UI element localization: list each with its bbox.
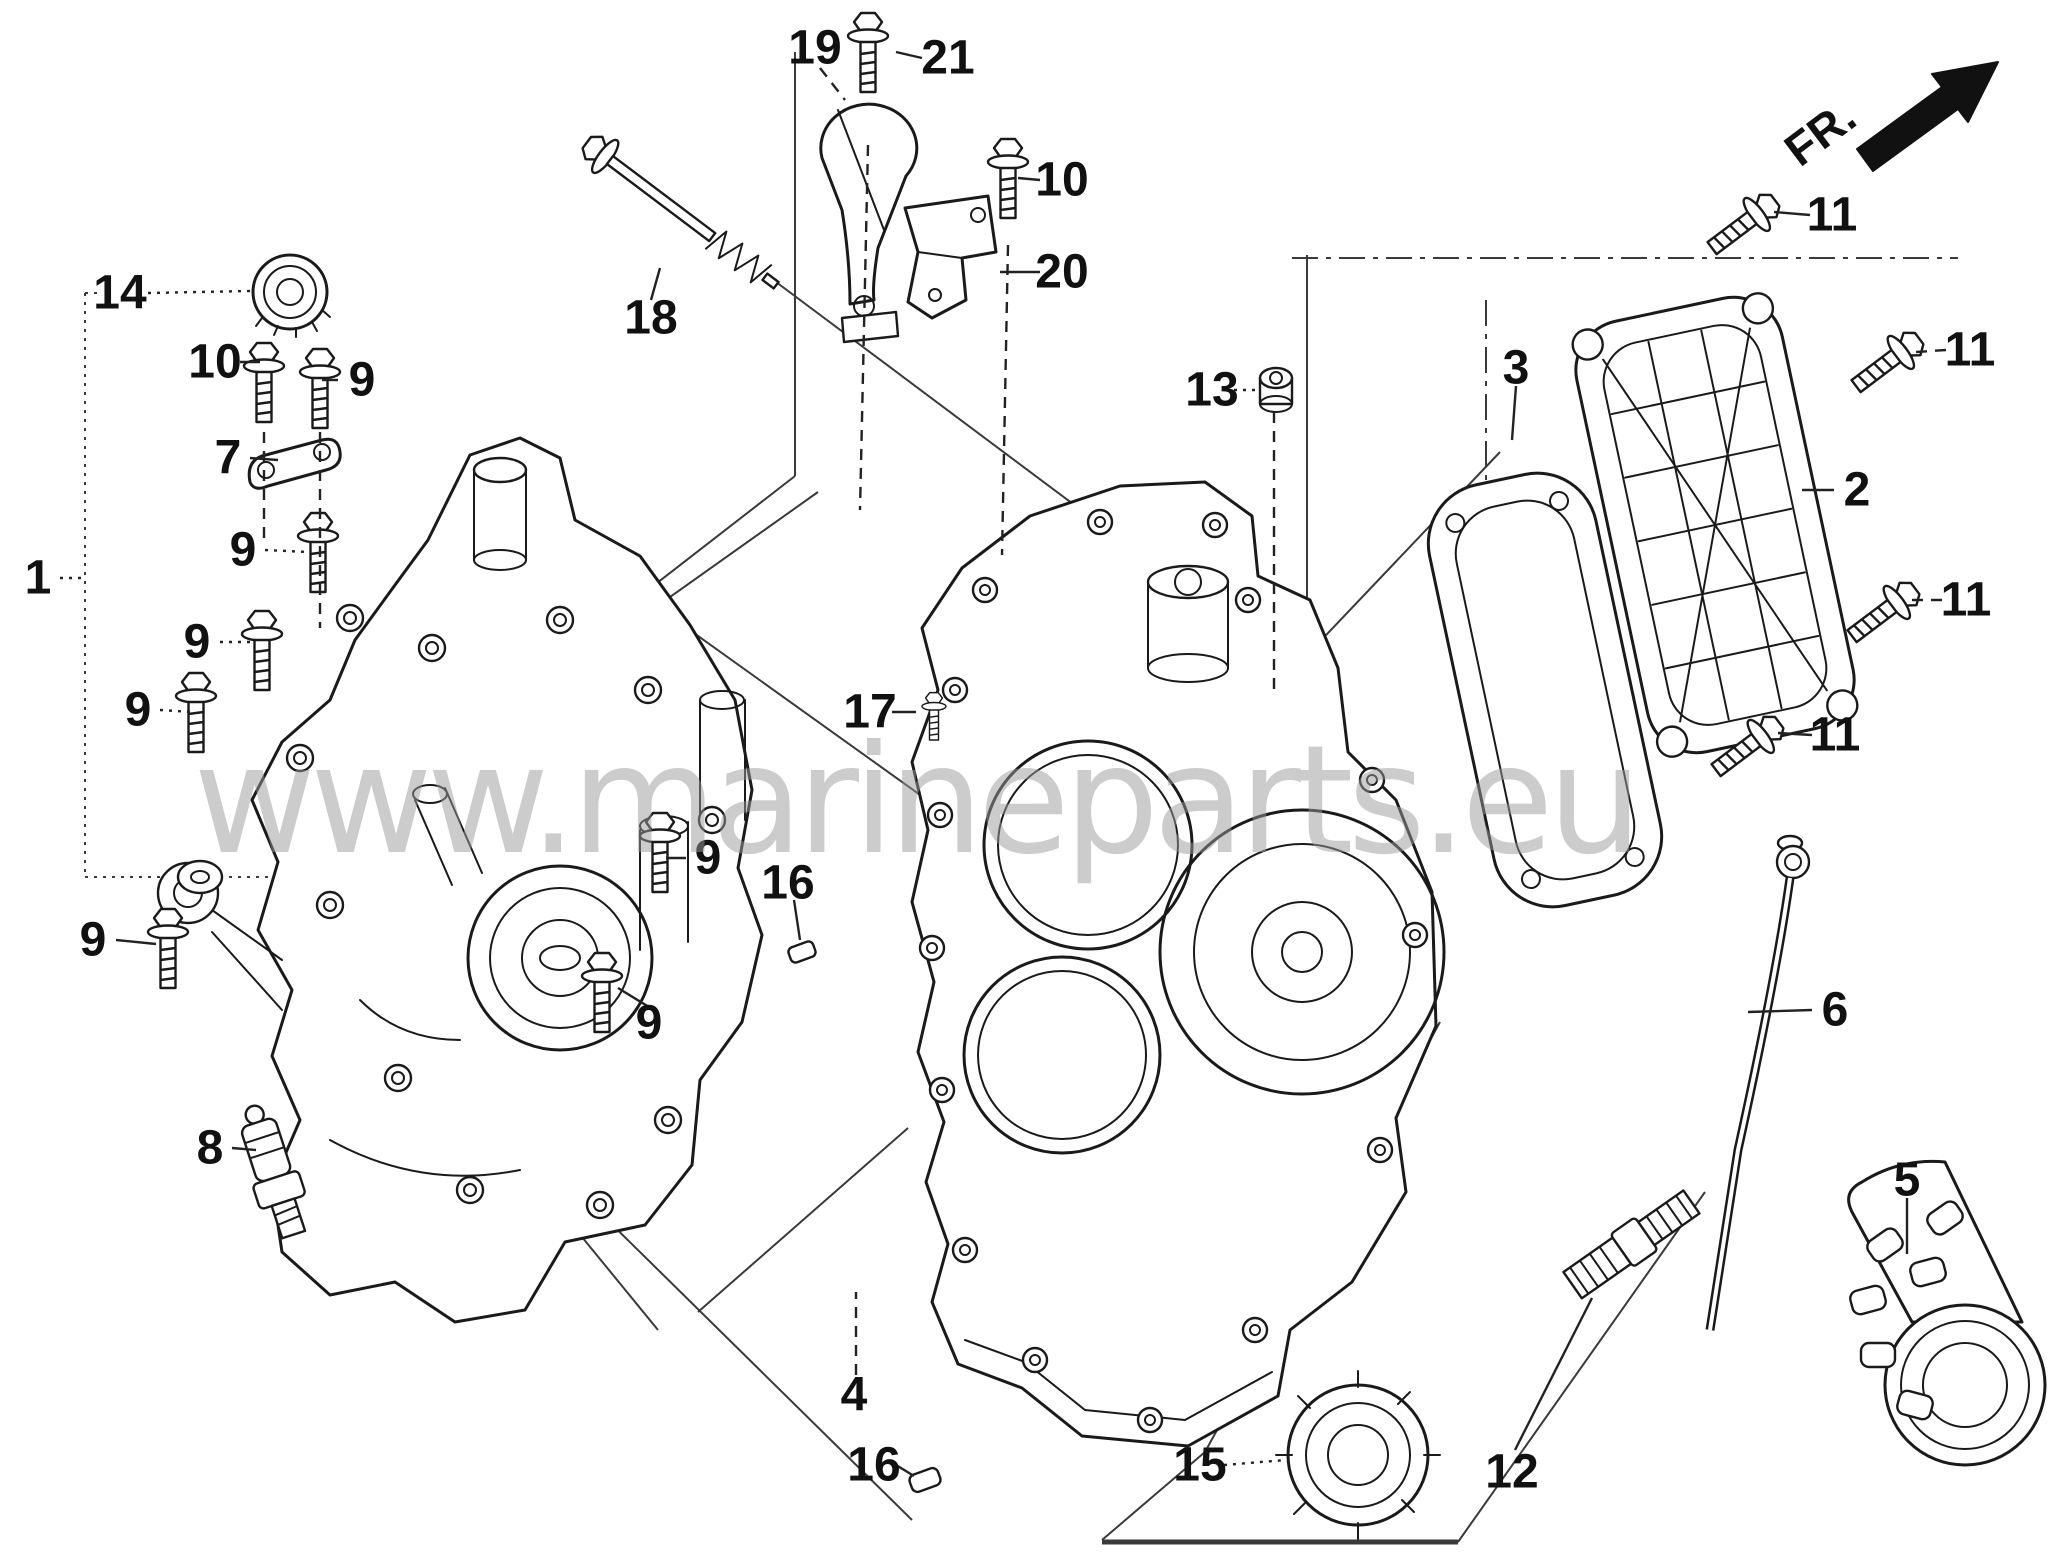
callout-15-22: 15 xyxy=(1173,1439,1226,1492)
callout-8-9: 8 xyxy=(197,1122,224,1175)
callout-18-12: 18 xyxy=(624,292,677,345)
crankcase-cover-assembly xyxy=(156,436,764,1324)
callout-11-30: 11 xyxy=(1941,574,1992,627)
oil-seal-15 xyxy=(1275,1370,1441,1540)
callout-13-17: 13 xyxy=(1185,364,1238,417)
dowel-pin-16b xyxy=(908,1466,942,1494)
callout-12-24: 12 xyxy=(1485,1446,1538,1499)
callout-21-14: 21 xyxy=(921,32,974,85)
oil-joint-bolt-12 xyxy=(1562,1189,1701,1300)
callout-9-11: 9 xyxy=(636,997,663,1050)
callout-14-1: 14 xyxy=(93,267,147,320)
callout-4-23: 4 xyxy=(841,1369,868,1422)
oil-seal-14 xyxy=(251,253,331,338)
callout-16-20: 16 xyxy=(761,857,814,910)
callout-9-7: 9 xyxy=(125,684,152,737)
callout-3-18: 3 xyxy=(1503,342,1530,395)
callout-17-19: 17 xyxy=(843,686,896,739)
callout-10-15: 10 xyxy=(1035,154,1088,207)
callout-6-26: 6 xyxy=(1822,984,1849,1037)
bolt-bosses xyxy=(918,508,1429,1434)
front-direction-marker: FR. xyxy=(1775,61,1999,176)
front-arrow-icon xyxy=(1856,61,1999,172)
oil-dipstick xyxy=(1705,834,1811,1331)
oil-filter xyxy=(1847,1159,2047,1467)
callout-9-10: 9 xyxy=(695,832,722,885)
callout-11-28: 11 xyxy=(1945,324,1996,377)
bolt-bosses xyxy=(285,603,727,1220)
bracket-7 xyxy=(247,437,342,490)
watermark-text: www.marineparts.eu xyxy=(193,714,1637,888)
long-bolt-18 xyxy=(581,135,780,290)
dowel-pin-16a xyxy=(787,940,817,964)
callout-11-31: 11 xyxy=(1810,709,1861,762)
grommet-13 xyxy=(1258,366,1294,413)
callout-9-3: 9 xyxy=(349,354,376,407)
case-gasket xyxy=(1426,471,1664,909)
callout-9-5: 9 xyxy=(230,524,257,577)
leader-lines xyxy=(60,50,1947,1478)
callout-5-25: 5 xyxy=(1894,1154,1921,1207)
callout-1-0: 1 xyxy=(25,552,52,605)
callout-19-13: 19 xyxy=(788,22,841,75)
callout-16-21: 16 xyxy=(847,1439,900,1492)
callout-2-29: 2 xyxy=(1844,464,1871,517)
callout-11-27: 11 xyxy=(1807,189,1858,242)
callout-20-16: 20 xyxy=(1035,246,1088,299)
crankcase-block xyxy=(910,480,1446,1448)
bracket-20 xyxy=(903,194,998,320)
filter-facets xyxy=(1849,1200,1964,1421)
front-label: FR. xyxy=(1775,90,1865,176)
case-cover-grid xyxy=(1571,292,1859,758)
breather-valve-19 xyxy=(819,102,919,344)
oil-pressure-switch-8 xyxy=(240,1104,307,1240)
callout-7-4: 7 xyxy=(215,432,242,485)
callout-10-2: 10 xyxy=(188,336,241,389)
callout-9-8: 9 xyxy=(80,914,107,967)
callout-9-6: 9 xyxy=(184,616,211,669)
